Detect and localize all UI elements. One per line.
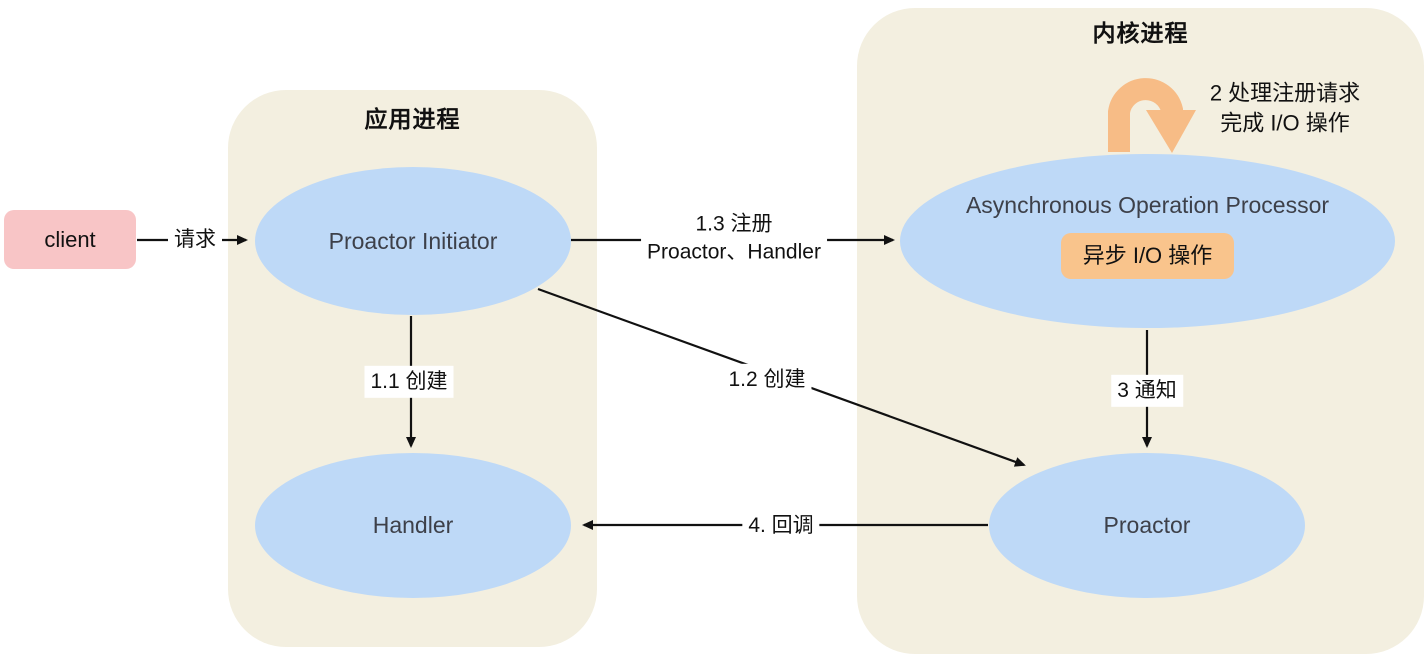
edge-register-label-line1: 1.3 注册 — [695, 212, 773, 236]
async-operation-processor-node: Asynchronous Operation Processor 异步 I/O … — [900, 154, 1395, 328]
proactor-label: Proactor — [1103, 512, 1191, 538]
edge-notify-label: 3 通知 — [1111, 374, 1183, 408]
edge-create-proactor-label: 1.2 创建 — [722, 363, 812, 397]
edge-register-label: 1.3 注册 Proactor、Handler — [641, 208, 827, 270]
async-operation-processor-label: Asynchronous Operation Processor — [965, 192, 1330, 218]
loop-note-line1: 2 处理注册请求 — [1209, 80, 1361, 106]
loop-note-line2: 完成 I/O 操作 — [1220, 110, 1350, 135]
proactor-node: Proactor — [989, 453, 1305, 598]
edge-register-label-line2: Proactor、Handler — [647, 241, 821, 264]
edge-create-handler-label: 1.1 创建 — [364, 365, 454, 399]
edge-callback-label: 4. 回调 — [742, 509, 820, 543]
kernel-process-title: 内核进程 — [1092, 20, 1189, 46]
handler-label: Handler — [372, 512, 454, 538]
client-label: client — [44, 226, 96, 252]
async-io-label: 异步 I/O 操作 — [1082, 243, 1213, 268]
proactor-initiator-label: Proactor Initiator — [328, 227, 498, 254]
edge-request-label: 请求 — [168, 223, 222, 257]
proactor-initiator-node: Proactor Initiator — [255, 167, 571, 315]
client-node: client — [4, 210, 136, 269]
handler-node: Handler — [255, 453, 571, 598]
async-io-box: 异步 I/O 操作 — [1060, 233, 1235, 279]
loop-note: 2 处理注册请求 完成 I/O 操作 — [1210, 78, 1360, 137]
app-process-title: 应用进程 — [364, 106, 461, 132]
